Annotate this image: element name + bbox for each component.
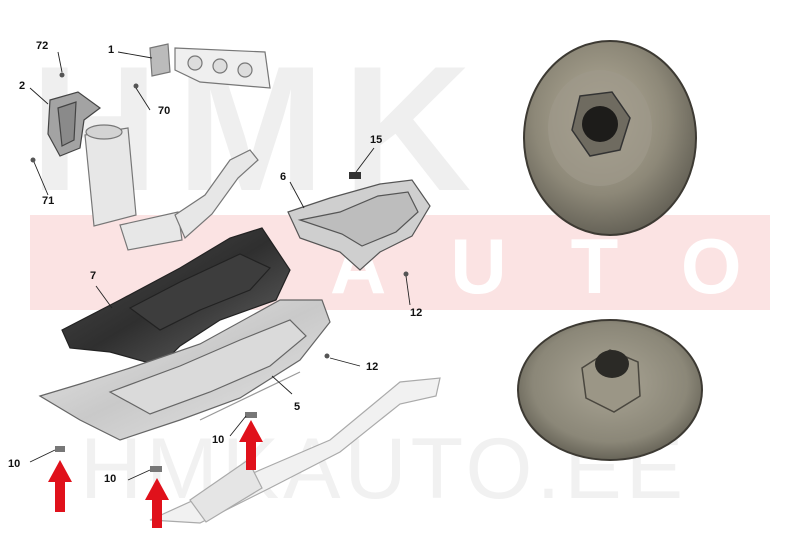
leader-lines bbox=[29, 51, 411, 481]
callout-7: 7 bbox=[90, 270, 97, 282]
callout-1: 1 bbox=[108, 44, 115, 56]
callout-10-left: 10 bbox=[8, 458, 21, 470]
red-arrows bbox=[48, 420, 263, 528]
callout-6: 6 bbox=[280, 171, 287, 183]
callout-10-middle: 10 bbox=[104, 473, 117, 485]
callout-72: 72 bbox=[36, 40, 49, 52]
callout-15: 15 bbox=[370, 134, 383, 146]
fasteners bbox=[30, 72, 409, 472]
flange-nut-photo-bottom bbox=[517, 319, 703, 461]
heat-shield-part-5 bbox=[38, 299, 331, 441]
catalytic-converter bbox=[84, 124, 259, 251]
rear-exhaust-pipe bbox=[149, 377, 441, 524]
heat-shield-part-6 bbox=[287, 179, 431, 271]
callout-12-lower: 12 bbox=[366, 361, 379, 373]
flange-nut-photo-top bbox=[523, 40, 697, 236]
arrow-up-icon bbox=[48, 460, 72, 512]
callout-12-upper: 12 bbox=[410, 307, 423, 319]
heat-shield-part-2 bbox=[47, 91, 102, 157]
heat-shield-part-7 bbox=[61, 227, 291, 367]
clip-part-15 bbox=[349, 172, 361, 179]
callout-5: 5 bbox=[294, 401, 301, 413]
arrow-up-icon bbox=[239, 420, 263, 470]
callout-2: 2 bbox=[19, 80, 26, 92]
arrow-up-icon bbox=[145, 478, 169, 528]
callout-10-right: 10 bbox=[212, 434, 225, 446]
callout-70: 70 bbox=[158, 105, 171, 117]
exhaust-manifold bbox=[149, 43, 271, 89]
callout-71: 71 bbox=[42, 195, 55, 207]
